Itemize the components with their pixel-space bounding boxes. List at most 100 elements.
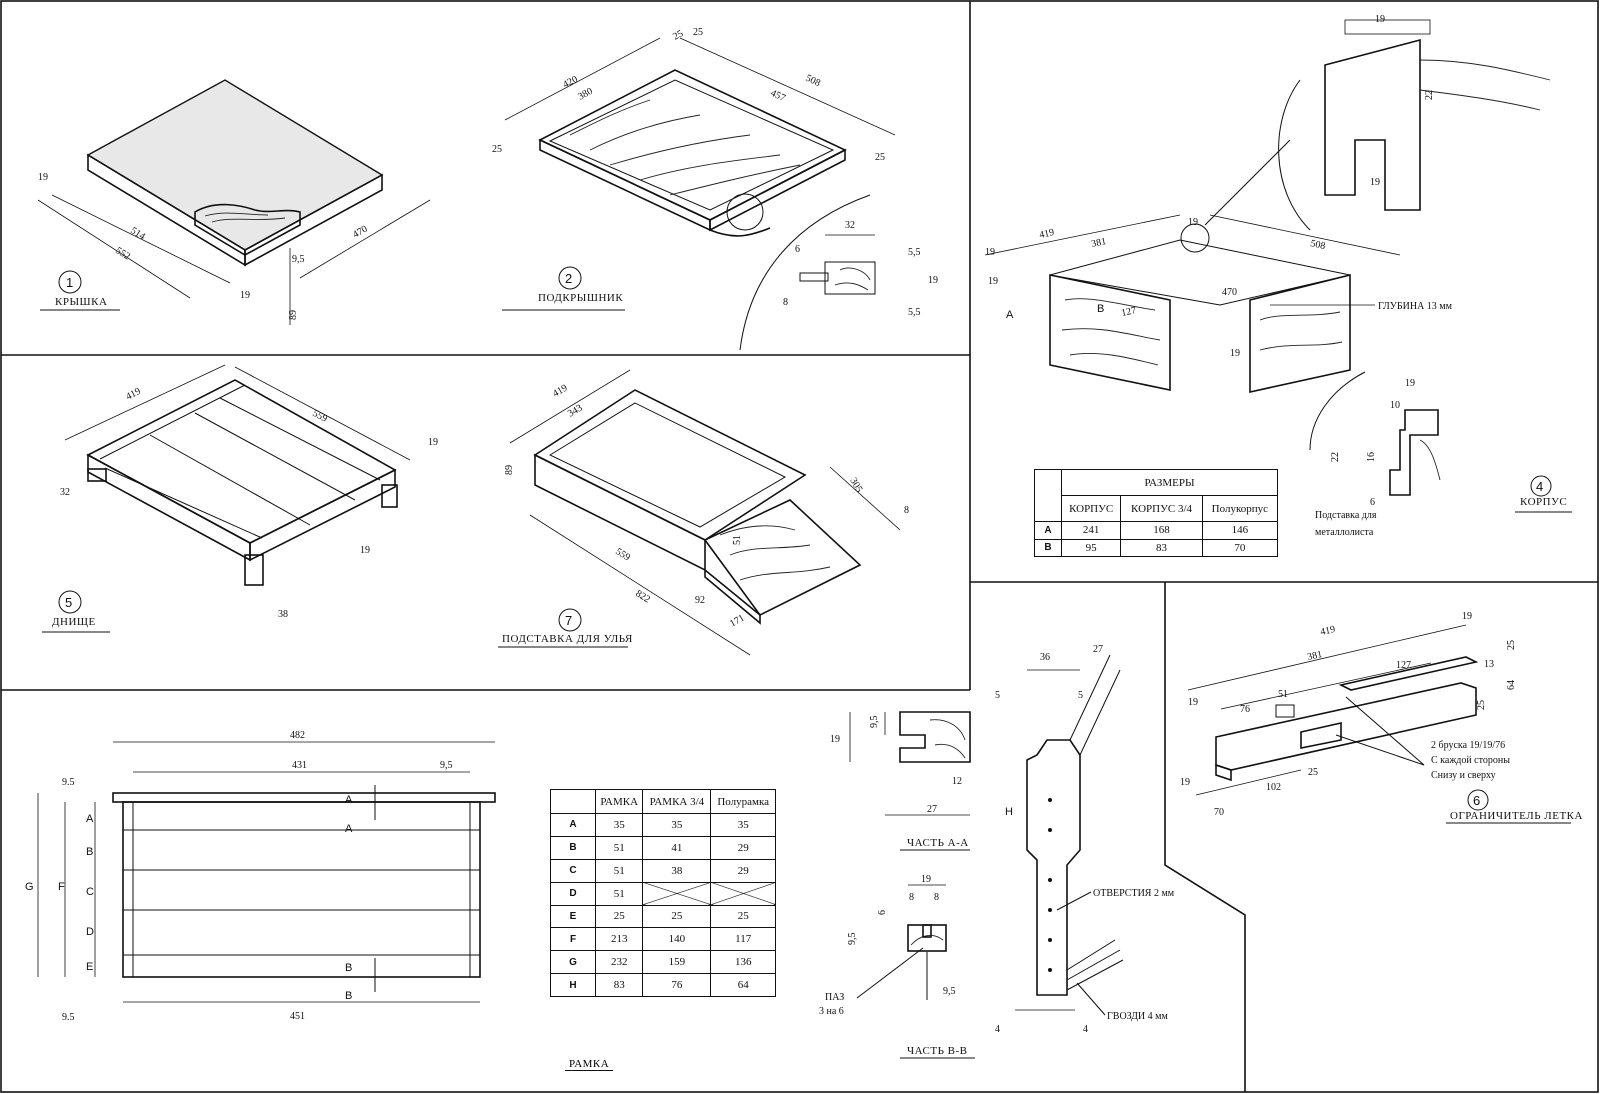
reducer-note-2: С каждой стороны [1431,755,1510,766]
bottom-dim-2: 559 [311,408,329,425]
body-dim-8: 508 [1309,238,1326,252]
body-dim-5: 419 [1038,227,1055,241]
body-dim-19: 6 [1370,497,1375,508]
body-dim-12: B [1097,303,1104,315]
reducer-number: 6 [1473,793,1480,808]
body-dim-6: 381 [1090,236,1107,250]
bottom-dim-5: 19 [360,545,370,556]
frame-row-label: A [550,813,596,837]
lid-number: 1 [66,275,73,290]
frame-cell: 136 [710,950,776,975]
frame-dim-d: D [86,926,94,938]
frame-cell: 117 [710,927,776,952]
lid-dim-3: 552 [113,245,132,262]
inner-dim-11: 5,5 [908,247,921,258]
panel-bottom-board: 419 559 19 32 19 38 5 ДНИЩЕ [42,364,438,633]
inner-number: 2 [565,271,572,286]
lid-top-surface [86,79,384,251]
section-aa-title: ЧАСТЬ А-А [907,837,969,849]
body-dim-10: 470 [1222,287,1237,298]
sizes-cell: 168 [1120,521,1203,540]
panel-inner-cover: 420 25 25 508 380 457 25 25 32 6 5,5 19 … [492,27,938,351]
sizes-cell: 70 [1201,538,1279,557]
reducer-dim-5: 25 [1506,640,1517,650]
sizes-table-title: РАЗМЕРЫ [1061,469,1278,496]
section-bb-dim-4: 6 [877,910,888,915]
sizes-cell: 241 [1060,521,1122,540]
inner-dim-1: 420 [561,74,579,91]
panel-entrance-reducer: 419 19 381 127 25 19 13 76 51 64 25 19 1… [1180,611,1583,824]
section-aa-dim-2: 9,5 [869,716,880,729]
reducer-dim-8: 76 [1240,704,1250,715]
body-dim-17: 22 [1330,452,1341,462]
frame-col-1: РАМКА [594,789,644,814]
reducer-title: ОГРАНИЧИТЕЛЬ ЛЕТКА [1450,810,1583,822]
section-bb-dim-5: 9,5 [847,933,858,946]
frame-col-3: Полурамка [710,789,776,814]
frame-section-b-top: B [345,962,352,974]
section-bb-title: ЧАСТЬ В-В [907,1045,968,1057]
reducer-dim-13: 102 [1266,782,1281,793]
inner-title: ПОДКРЫШНИК [538,292,623,304]
sidebar-dim-3: 5 [995,690,1000,701]
reducer-dim-9: 51 [1278,689,1288,700]
lid-cutaway [194,203,301,256]
section-aa-dim-1: 19 [830,734,840,745]
inner-dim-2: 25 [671,28,685,42]
stand-dim-2: 343 [566,403,584,420]
bottom-dim-3: 19 [428,437,438,448]
section-bb-dim-1: 19 [921,874,931,885]
lid-title: КРЫШКА [55,296,107,308]
inner-dim-8: 25 [875,152,885,163]
frame-dim-e: E [86,961,93,973]
section-bb-groove-1: ПАЗ [825,992,844,1003]
lid-side-edge [244,173,383,267]
body-dim-13: A [1006,309,1014,321]
inner-dim-6: 457 [769,88,787,104]
frame-cell: 29 [710,858,776,883]
frame-cell-crossed [642,881,712,906]
sizes-col-2: КОРПУС 3/4 [1120,495,1203,522]
sizes-col-1: КОРПУС [1060,495,1122,522]
body-title: КОРПУС [1520,496,1567,508]
frame-dim-a: A [86,813,94,825]
frame-row-label: H [550,973,596,997]
frame-row-label: G [550,950,596,975]
frame-row-label: E [550,904,596,929]
inner-dim-14: 8 [783,297,788,308]
stand-number: 7 [565,613,572,628]
body-dim-2: 19 [1370,177,1380,188]
reducer-dim-14: 25 [1308,767,1318,778]
reducer-dim-11: 25 [1476,700,1487,710]
bottom-dim-4: 32 [60,487,70,498]
frame-cell: 25 [594,904,644,929]
sizes-row-label: A [1034,521,1062,540]
stand-dim-4: 305 [847,476,864,494]
sizes-cell: 95 [1060,538,1122,557]
frame-cell: 83 [594,973,644,997]
frame-row-label: C [550,858,596,883]
body-dim-18: 16 [1366,452,1377,462]
frame-dim-2: 431 [292,760,307,771]
frame-row-label: B [550,835,596,860]
body-dim-15: 19 [1405,378,1415,389]
body-dim-4: 19 [985,247,995,258]
frame-row-label: F [550,927,596,952]
reducer-dim-10: 64 [1506,680,1517,690]
frame-section-b-bottom: B [345,990,352,1002]
frame-dim-3: 9,5 [440,760,453,771]
inner-dim-13: 5,5 [908,307,921,318]
stand-dim-9: 92 [695,595,705,606]
sidebar-dim-4: 5 [1078,690,1083,701]
frame-title: РАМКА [565,1058,614,1071]
frame-cell: 35 [642,813,712,837]
lid-dim-7: 89 [288,310,299,320]
reducer-dim-7: 13 [1484,659,1494,670]
sidebar-nails-label: ГВОЗДИ 4 мм [1107,1011,1168,1022]
frame-cell: 51 [594,835,644,860]
frame-sidebar-detail: 27 36 5 5 H 4 4 ОТВЕРСТИЯ 2 мм ГВОЗДИ 4 … [995,644,1175,1035]
frame-dim-4: 9.5 [62,777,75,788]
reducer-note-3: Снизу и сверху [1431,770,1496,781]
body-dim-16: 10 [1390,400,1400,411]
reducer-dim-1: 419 [1319,624,1336,638]
